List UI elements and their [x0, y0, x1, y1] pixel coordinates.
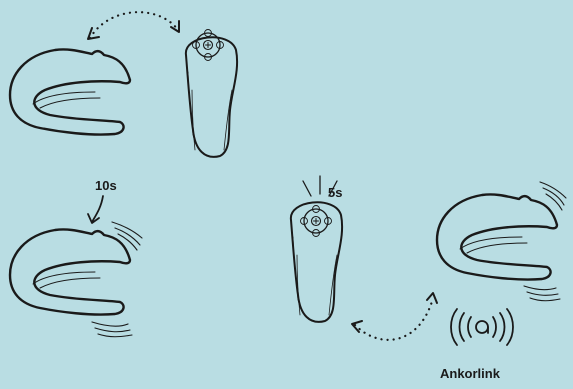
- device-icon: [437, 194, 557, 279]
- pointer-arrow-icon: [88, 196, 103, 223]
- device-detail-lines: [33, 272, 100, 288]
- app-name-label: Ankorlink: [440, 366, 500, 381]
- device-detail-lines: [460, 237, 527, 253]
- dotted-arrow-icon: [88, 12, 179, 39]
- device-icon: [10, 229, 130, 314]
- timer-label-5s: 5s: [328, 185, 342, 200]
- dotted-arrow-icon: [352, 293, 437, 340]
- device-icon: [10, 49, 130, 134]
- timer-label-10s: 10s: [95, 178, 117, 193]
- remote-icon: [186, 30, 237, 157]
- device-detail-lines: [33, 92, 100, 108]
- remote-icon: [291, 202, 342, 322]
- broadcast-icon: [451, 309, 513, 345]
